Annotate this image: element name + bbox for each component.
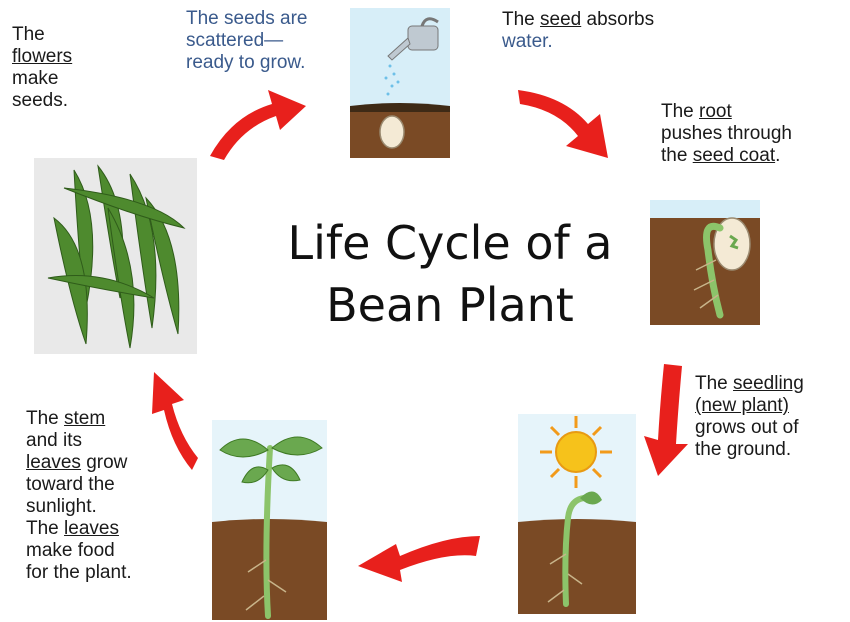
caption-root: The root pushes through the seed coat. <box>661 101 792 167</box>
root-emerging-image <box>650 200 760 325</box>
caption-seedling: The seedling (new plant) grows out of th… <box>695 373 804 461</box>
arrow-seeds-to-absorb <box>514 82 614 162</box>
bean-seed <box>380 116 404 148</box>
caption-flowers: The flowers make seeds. <box>12 24 72 112</box>
watering-seed-image <box>350 8 450 158</box>
arrow-seedling-to-plant <box>356 526 486 586</box>
bean-pods-image <box>34 158 197 354</box>
caption-absorbs: The seed absorbs water. <box>502 9 654 53</box>
seedling-sun-image <box>518 414 636 614</box>
title-line-1: Life Cycle of a <box>250 212 650 274</box>
caption-scattered: The seeds are scattered— ready to grow. <box>186 8 307 74</box>
arrow-root-to-seedling <box>638 360 694 480</box>
title-line-2: Bean Plant <box>250 274 650 336</box>
caption-stem: The stem and its leaves grow toward the … <box>26 408 132 584</box>
arrow-flowers-to-seeds <box>202 82 312 162</box>
grown-plant-image <box>212 420 327 620</box>
arrow-plant-to-flowers <box>122 366 202 476</box>
diagram-title: Life Cycle of a Bean Plant <box>250 212 650 336</box>
